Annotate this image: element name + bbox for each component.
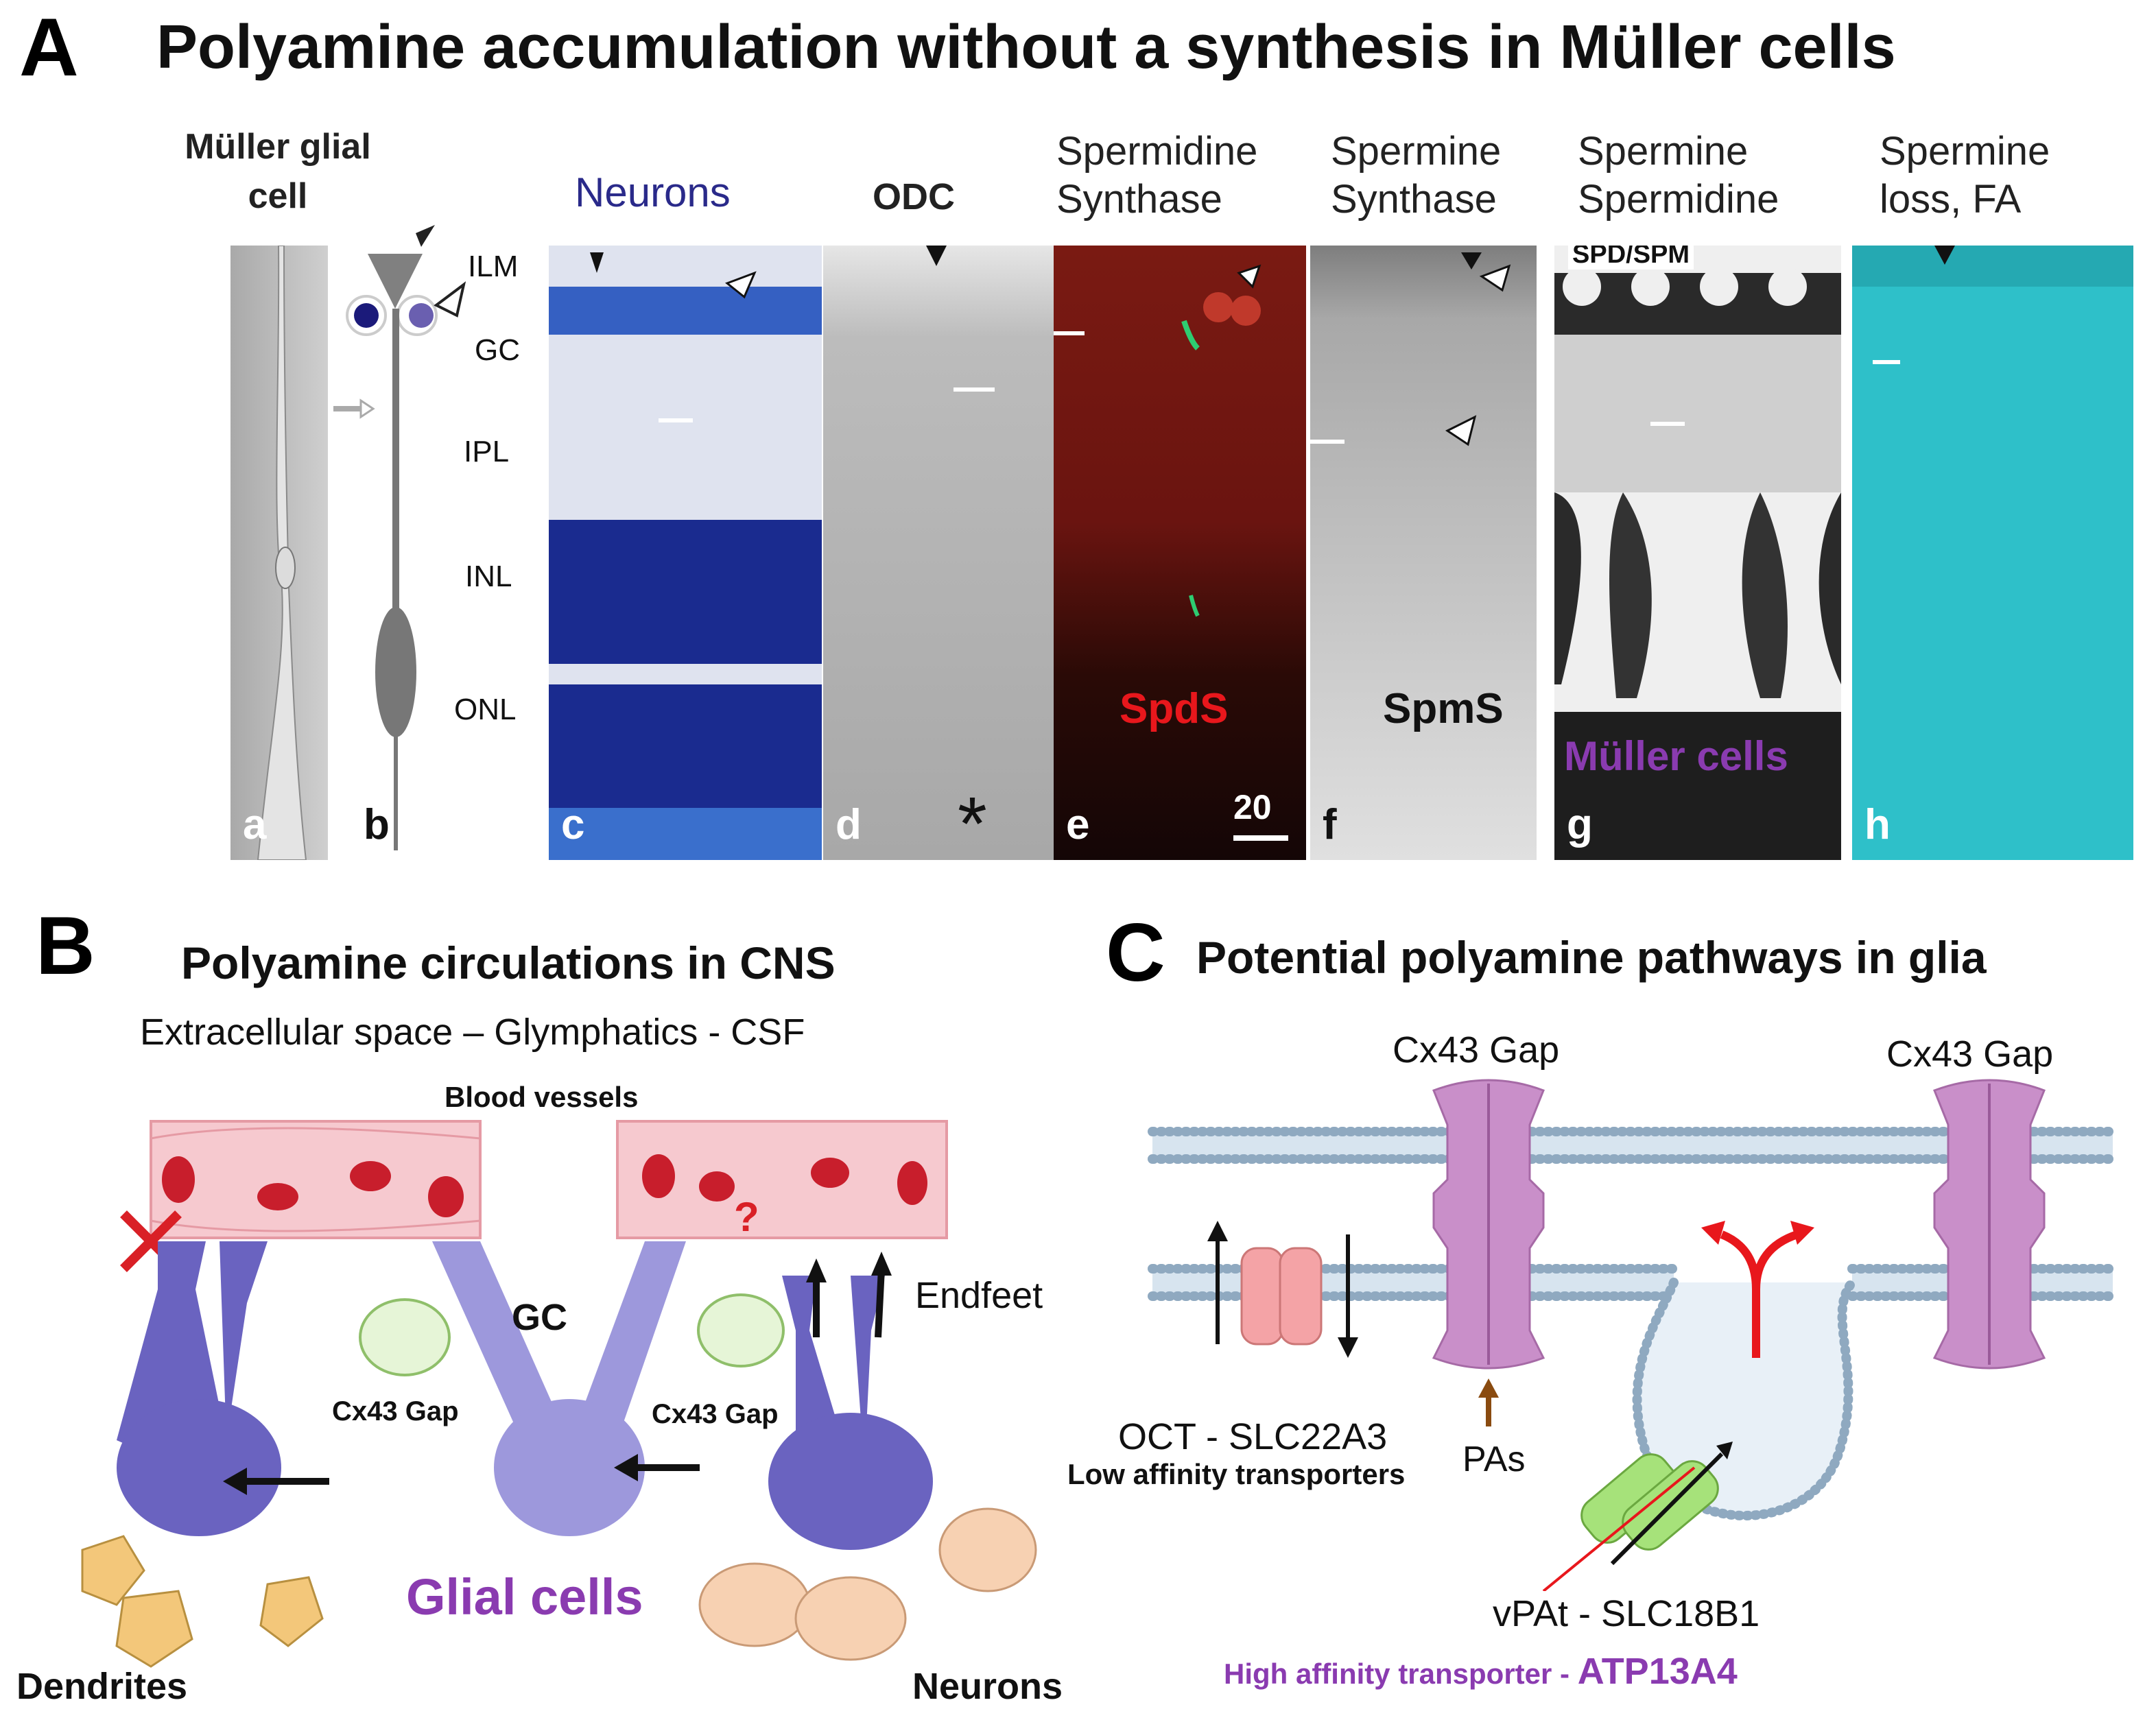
microglia-right: [697, 1293, 785, 1367]
vesicle-invagination: [1632, 1278, 1857, 1520]
panel-b-diagram: [81, 1120, 1037, 1668]
strip-f-image: SpmS f: [1310, 246, 1537, 860]
blood-vessel-left: [150, 1120, 482, 1239]
strip-a-header-line2: cell: [248, 176, 308, 216]
high-affinity-row: High affinity transporter - ATP13A4: [1224, 1650, 1738, 1693]
strip-d-letter: d: [836, 801, 862, 848]
strip-e-scale-label: 20: [1233, 788, 1272, 826]
oct-transporter: [1207, 1221, 1358, 1358]
connexin-1: [1432, 1079, 1545, 1370]
strip-a-image: a: [230, 246, 328, 860]
high-affinity-label: High affinity transporter -: [1224, 1658, 1578, 1690]
strip-d-header: ODC: [873, 176, 955, 217]
blood-vessel-right: [616, 1120, 948, 1239]
layer-gc: GC: [475, 333, 520, 367]
panel-a-letter: A: [19, 1, 79, 93]
panel-b-letter: B: [36, 900, 95, 992]
low-affinity-label: Low affinity transporters: [1067, 1458, 1406, 1490]
strip-f-header-line2: Synthase: [1331, 177, 1497, 222]
vpat-label: vPAt - SLC18B1: [1493, 1593, 1760, 1634]
strip-a-header: Müller glial cell: [165, 122, 391, 221]
glial-cell-center: [432, 1241, 686, 1536]
glial-cells-label: Glial cells: [406, 1568, 643, 1625]
neurons-shapes: [698, 1507, 1037, 1661]
strip-h-header: Spermine loss, FA: [1880, 128, 2050, 224]
strip-h-image: h: [1852, 246, 2133, 860]
cx43-gap-2-label: Cx43 Gap: [1886, 1034, 2054, 1075]
vpat-transporter: [1542, 1442, 1733, 1591]
strip-c-image: c: [549, 246, 822, 860]
cx43-gap-1-label: Cx43 Gap: [1393, 1029, 1560, 1071]
cx43-gap-left-label: Cx43 Gap: [332, 1396, 459, 1426]
question-mark: ?: [734, 1194, 759, 1240]
layer-inl: INL: [465, 560, 512, 593]
connexin-2: [1932, 1079, 2046, 1370]
strip-g-header-line2: Spermidine: [1578, 177, 1779, 222]
pas-label: PAs: [1462, 1440, 1526, 1479]
strip-h-header-line2: loss, FA: [1880, 177, 2022, 222]
dendrites-label: Dendrites: [16, 1666, 188, 1707]
strip-g-spd-spm-label: SPD/SPM: [1568, 246, 1694, 270]
strip-g-image: SPD/SPM Müller cells g: [1554, 246, 1841, 860]
atp13a4-label: ATP13A4: [1577, 1651, 1738, 1692]
gc-label: GC: [512, 1297, 567, 1338]
strip-c-header: Neurons: [575, 169, 731, 215]
strip-h-letter: h: [1864, 801, 1891, 848]
panel-c-letter: C: [1106, 907, 1165, 999]
layer-ipl: IPL: [464, 435, 510, 468]
strip-e-header-line1: Spermidine: [1056, 129, 1258, 174]
strip-f-letter: f: [1323, 801, 1337, 848]
panel-b-subtitle: Extracellular space – Glymphatics - CSF: [140, 1012, 805, 1053]
cx43-gap-right-label: Cx43 Gap: [652, 1399, 779, 1429]
layer-onl: ONL: [454, 693, 517, 726]
strip-d-asterisk: *: [958, 782, 987, 860]
strip-e-letter: e: [1066, 801, 1090, 848]
microglia-left: [359, 1298, 451, 1376]
strip-h-header-line1: Spermine: [1880, 129, 2050, 174]
astrocyte-left: [117, 1241, 281, 1536]
strip-d-image: * d: [823, 246, 1054, 860]
strip-b-letter: b: [364, 801, 390, 848]
panel-a-title: Polyamine accumulation without a synthes…: [156, 13, 1896, 82]
strip-c-letter: c: [561, 801, 585, 848]
endfeet-label: Endfeet: [915, 1275, 1043, 1316]
strip-g-header: Spermine Spermidine: [1578, 128, 1779, 224]
strip-f-spms-label: SpmS: [1383, 685, 1504, 732]
layer-ilm: ILM: [468, 250, 519, 283]
panel-b-title: Polyamine circulations in CNS: [181, 937, 836, 988]
strip-e-image: SpdS 20 e: [1054, 246, 1306, 860]
strip-g-letter: g: [1567, 801, 1593, 848]
strip-g-header-line1: Spermine: [1578, 129, 1749, 174]
strip-e-header-line2: Synthase: [1056, 177, 1222, 222]
exocytosis-arrows: [1720, 1230, 1799, 1358]
neurons-label: Neurons: [912, 1666, 1063, 1707]
pas-arrow: [1478, 1378, 1499, 1426]
strip-e-spds-label: SpdS: [1120, 685, 1229, 732]
strip-f-header-line1: Spermine: [1331, 129, 1502, 174]
panel-c-diagram: [1148, 1079, 2118, 1591]
strip-g-muller-label: Müller cells: [1564, 733, 1788, 779]
dendrites-shapes: [81, 1535, 324, 1668]
strip-a-letter: a: [243, 801, 267, 848]
strip-a-header-line1: Müller glial: [185, 127, 371, 167]
oct-label: OCT - SLC22A3: [1118, 1416, 1388, 1457]
astrocyte-right: [768, 1276, 933, 1550]
panel-c-title: Potential polyamine pathways in glia: [1196, 932, 1987, 983]
strip-f-header: Spermine Synthase: [1331, 128, 1501, 224]
flow-arrowheads: [223, 1252, 892, 1495]
flow-arrows: [247, 1268, 885, 1485]
blood-vessels-label: Blood vessels: [445, 1081, 639, 1113]
strip-b-schematic: ILM GC IPL INL ONL b: [333, 219, 546, 860]
strip-e-header: Spermidine Synthase: [1056, 128, 1257, 224]
